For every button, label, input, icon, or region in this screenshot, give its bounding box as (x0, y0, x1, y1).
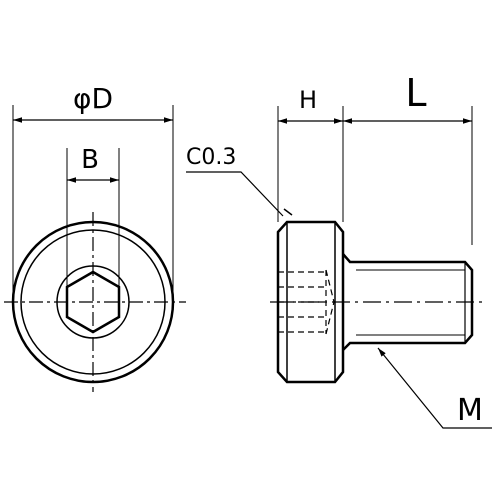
chamfer-leader (186, 171, 293, 217)
length-dimension (343, 106, 473, 245)
length-label: L (405, 71, 426, 115)
diameter-label: φD (73, 82, 113, 115)
chamfer-leader-line (186, 171, 284, 217)
thread-leader-line (377, 347, 492, 429)
chamfer-label: C0.3 (186, 145, 236, 170)
hex-width-label: B (81, 145, 99, 175)
hex-width-dimension (66, 148, 120, 287)
side-view (270, 220, 484, 384)
front-view (4, 212, 186, 392)
chamfer-tick (283, 208, 293, 216)
head-height-label: H (299, 86, 317, 114)
diameter-dimension (12, 105, 174, 302)
thread-label: M (457, 393, 483, 428)
thread-leader (377, 347, 492, 429)
head-height-dimension (277, 106, 344, 222)
